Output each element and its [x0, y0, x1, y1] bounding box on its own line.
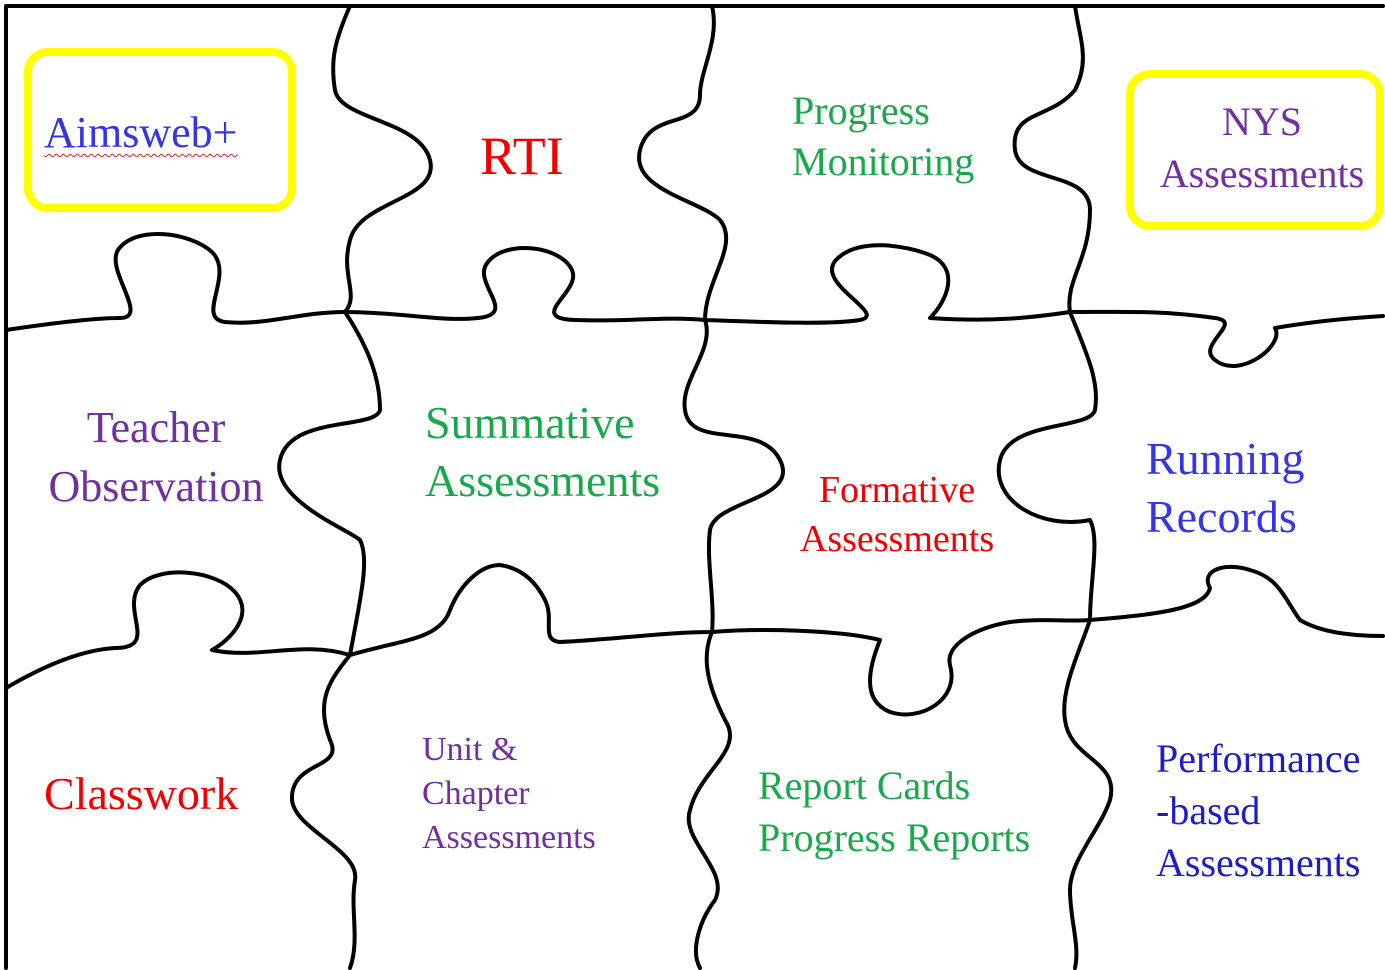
label-aimsweb: Aimsweb+ — [44, 108, 237, 158]
label-teacher-observation-line-2: Observation — [48, 462, 264, 512]
label-unit-chapter-assessments-line-2: Chapter — [422, 775, 530, 813]
seam-horizontal-1 — [4, 231, 1385, 368]
label-progress-monitoring-line-1: Progress — [792, 88, 930, 133]
label-formative-assessments: Formative Assessments — [788, 466, 1006, 565]
label-rti: RTI — [480, 126, 564, 187]
highlight-box-aimsweb — [24, 48, 296, 212]
label-unit-chapter-assessments-line-1: Unit & — [422, 731, 518, 768]
label-summative-assessments-line-2: Assessments — [425, 455, 661, 507]
label-performance-based-line-3: Assessments — [1156, 840, 1361, 885]
label-teacher-observation: Teacher Observation — [36, 398, 276, 517]
label-summative-assessments: Summative Assessments — [425, 394, 660, 511]
puzzle-frame — [4, 4, 1385, 970]
label-progress-monitoring-line-2: Monitoring — [792, 138, 975, 184]
label-unit-chapter-assessments: Unit & Chapter Assessments — [422, 728, 596, 861]
label-nys-assessments: NYS Assessments — [1152, 96, 1372, 200]
label-classwork: Classwork — [44, 768, 238, 820]
label-running-records-line-2: Records — [1146, 491, 1297, 543]
label-report-cards-line-1: Report Cards — [758, 763, 971, 808]
label-aimsweb-line-1: Aimsweb+ — [44, 108, 238, 157]
label-performance-based-line-1: Performance — [1156, 736, 1361, 781]
seam-vertical-3 — [996, 4, 1114, 970]
label-formative-assessments-line-2: Assessments — [799, 518, 995, 561]
label-report-cards: Report Cards Progress Reports — [758, 760, 1030, 864]
label-teacher-observation-line-1: Teacher — [86, 403, 226, 452]
label-unit-chapter-assessments-line-3: Assessments — [422, 819, 596, 857]
label-running-records-line-1: Running — [1146, 433, 1305, 484]
label-nys-assessments-line-2: Assessments — [1159, 151, 1365, 196]
label-performance-based-line-2: -based — [1156, 788, 1261, 833]
seam-horizontal-2 — [4, 563, 1385, 717]
seam-vertical-2 — [637, 4, 785, 970]
label-progress-monitoring: Progress Monitoring — [792, 86, 974, 188]
label-classwork-line-1: Classwork — [44, 768, 239, 819]
seam-vertical-1 — [277, 4, 433, 970]
label-performance-based: Performance -based Assessments — [1156, 733, 1360, 889]
label-running-records: Running Records — [1146, 430, 1304, 547]
label-nys-assessments-line-1: NYS — [1221, 99, 1303, 144]
highlight-box-nys — [1126, 70, 1384, 230]
label-report-cards-line-2: Progress Reports — [758, 815, 1031, 860]
label-rti-line-1: RTI — [480, 126, 564, 186]
label-formative-assessments-line-1: Formative — [818, 469, 976, 511]
label-summative-assessments-line-1: Summative — [425, 397, 635, 448]
